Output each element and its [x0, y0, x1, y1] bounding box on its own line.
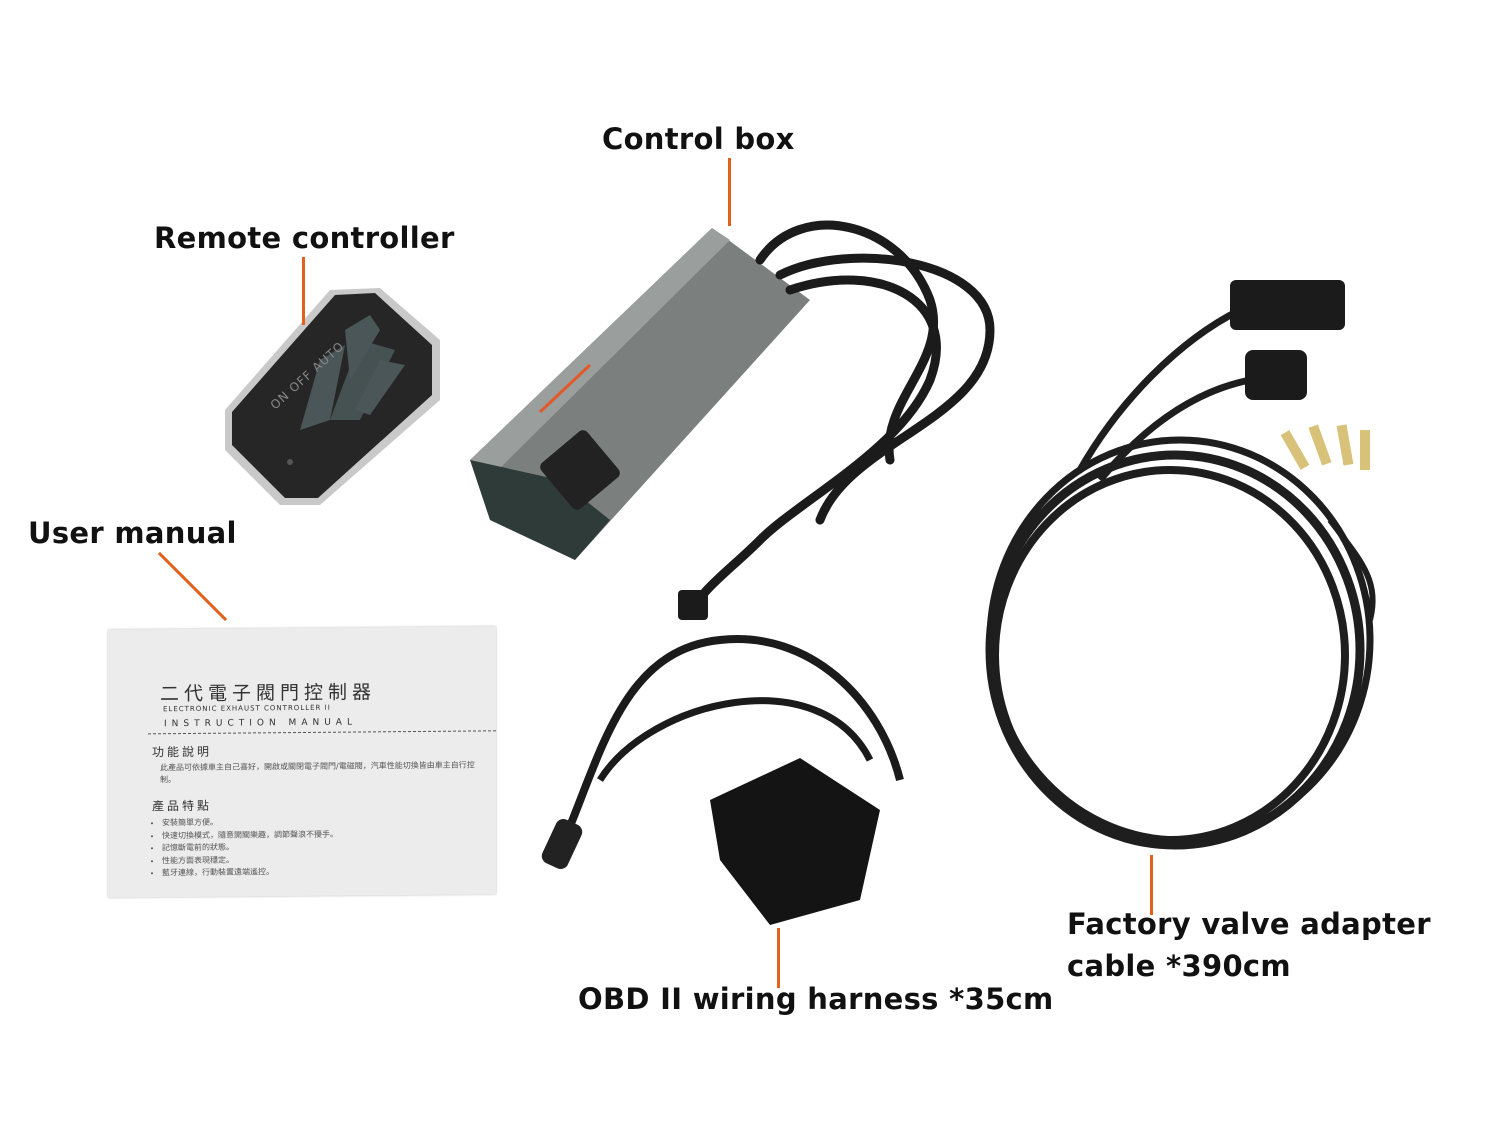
control-box-image — [470, 228, 810, 560]
control-box-cables — [685, 220, 995, 620]
remote-controller-image: ON OFF AUTO — [225, 288, 440, 505]
label-factory-adapter-line1: Factory valve adapter — [1067, 907, 1431, 941]
label-user-manual: User manual — [28, 516, 237, 550]
label-factory-adapter-line2: cable *390cm — [1067, 949, 1291, 983]
manual-features-list: 安裝簡單方便。 快速切換模式，隨意開關樂趣，調節聲浪不擾手。 記憶斷電前的狀態。… — [148, 816, 338, 880]
leader-obd-harness — [777, 928, 780, 988]
adapter-connector-large — [1230, 280, 1345, 330]
manual-divider — [148, 730, 496, 735]
manual-section1-body: 此產品可依據車主自己喜好，開啟或關閉電子閥門/電磁閥，汽車性能切換皆由車主自行控… — [160, 760, 475, 785]
leader-factory-adapter — [1150, 855, 1153, 915]
manual-subtitle: INSTRUCTION MANUAL — [164, 717, 357, 730]
user-manual-image: 二代電子閥門控制器 ELECTRONIC EXHAUST CONTROLLER … — [108, 626, 496, 898]
manual-title-zh: 二代電子閥門控制器 — [160, 681, 377, 706]
control-box-connector — [678, 590, 708, 620]
manual-feature: 快速切換模式，隨意開關樂趣，調節聲浪不擾手。 — [162, 828, 338, 842]
leader-remote-controller — [302, 257, 305, 325]
manual-title-en: ELECTRONIC EXHAUST CONTROLLER II — [163, 703, 331, 714]
adapter-pin-terminals — [1280, 424, 1370, 470]
manual-section2-heading: 產品特點 — [152, 798, 213, 814]
manual-section1-heading: 功能說明 — [152, 744, 213, 760]
leader-control-box — [728, 158, 731, 226]
adapter-connector-small — [1245, 350, 1307, 400]
obd-harness-image — [541, 635, 904, 925]
label-remote-controller: Remote controller — [154, 221, 455, 255]
manual-feature: 藍牙連線，行動裝置遠端遙控。 — [162, 866, 338, 880]
factory-valve-adapter-cable-image — [985, 306, 1376, 850]
label-control-box: Control box — [602, 122, 795, 156]
label-obd-harness: OBD II wiring harness *35cm — [578, 982, 1054, 1016]
